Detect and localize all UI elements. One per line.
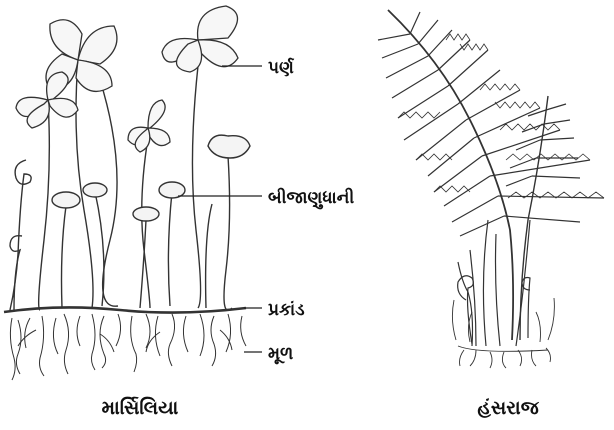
- marsilea-leaf: [208, 135, 250, 158]
- sporocarp: [133, 207, 159, 221]
- marsilea-plant: [4, 6, 250, 380]
- fern-crozier: [522, 278, 530, 339]
- marsilea-leaf: [128, 100, 170, 152]
- label-leaf: પર્ણ: [268, 57, 295, 78]
- sporocarp: [83, 183, 107, 197]
- caption-marsilea: માર્સિલિયા: [102, 397, 179, 419]
- sporocarp: [52, 192, 80, 208]
- caption-fern: હંસરાજ: [477, 397, 539, 419]
- marsilea-roots: [10, 314, 246, 380]
- label-root: મૂળ: [268, 344, 293, 364]
- marsilea-rhizome: [4, 307, 246, 312]
- fern-pinnae: [378, 12, 604, 236]
- fern-plant: [378, 10, 604, 368]
- fern-leaflets: [398, 34, 604, 198]
- label-rhizome: પ્રકાંડ: [268, 300, 305, 320]
- marsilea-leaf: [162, 6, 238, 72]
- label-sporocarp: બીજાણુધાની: [268, 187, 354, 210]
- leader-lines: [178, 66, 262, 352]
